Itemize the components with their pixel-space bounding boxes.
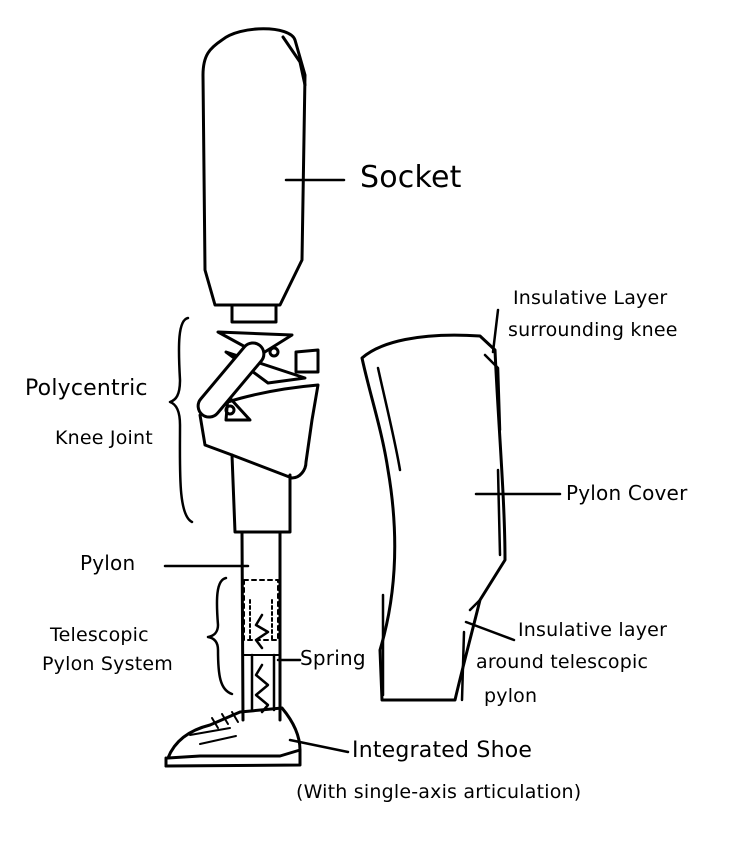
knee-joint-drawing <box>194 305 318 478</box>
label-insulative-telescopic-line1: Insulative layer <box>518 619 668 641</box>
telescopic-pylon-drawing <box>244 580 280 712</box>
knee-brace <box>170 318 192 522</box>
label-telescopic-line1: Telescopic <box>50 624 149 646</box>
shoe-leader <box>290 740 348 752</box>
pylon-drawing <box>232 455 290 720</box>
label-pylon-cover: Pylon Cover <box>566 481 688 505</box>
label-spring: Spring <box>300 646 366 670</box>
label-shoe-line2: (With single-axis articulation) <box>296 781 582 803</box>
label-insulative-knee-line2: surrounding knee <box>508 319 678 341</box>
shoe-drawing <box>166 708 300 766</box>
insulative-knee-leader <box>493 310 498 352</box>
label-insulative-knee-line1: Insulative Layer <box>513 287 668 309</box>
label-knee-joint-line1: Polycentric <box>25 376 148 401</box>
pylon-cover-drawing <box>362 335 505 700</box>
braces <box>170 318 232 694</box>
label-telescopic-line2: Pylon System <box>42 653 173 675</box>
label-pylon: Pylon <box>80 551 136 575</box>
telescopic-brace <box>208 578 232 694</box>
label-shoe-line1: Integrated Shoe <box>352 738 533 763</box>
socket-drawing <box>203 29 305 305</box>
label-insulative-telescopic-line3: pylon <box>484 685 538 707</box>
label-knee-joint-line2: Knee Joint <box>55 427 153 449</box>
leader-lines <box>165 180 560 752</box>
label-socket: Socket <box>360 160 462 195</box>
insulative-telescopic-leader <box>466 622 514 640</box>
label-insulative-telescopic-line2: around telescopic <box>476 651 649 673</box>
